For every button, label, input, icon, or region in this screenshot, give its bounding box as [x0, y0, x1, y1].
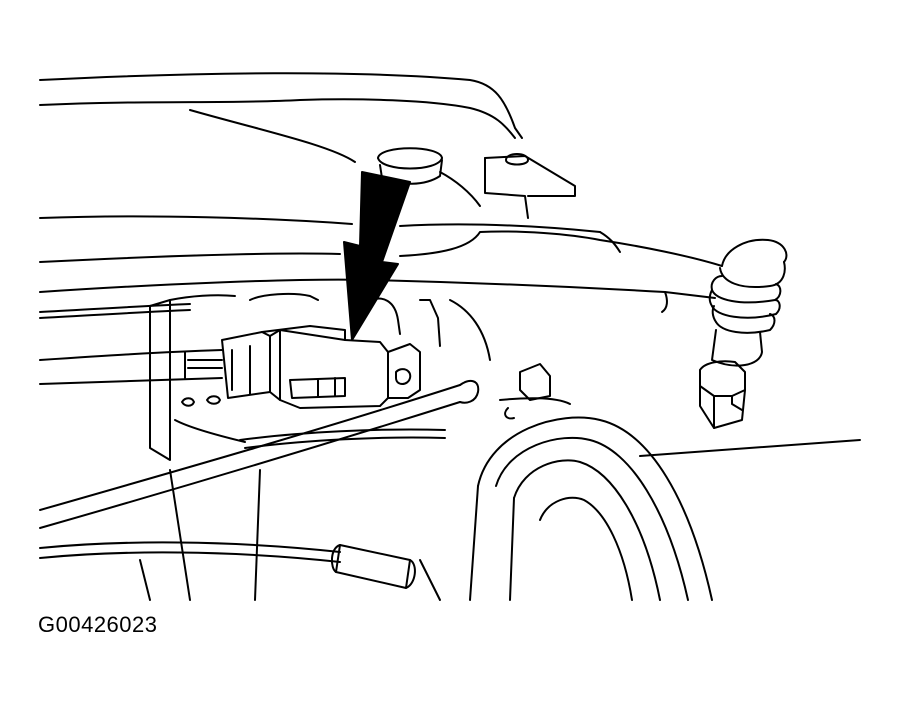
brake-lines: [39, 379, 480, 563]
electrical-connector: [221, 325, 421, 409]
mounting-plate: [149, 294, 246, 461]
pointer-arrow: [343, 171, 411, 341]
figure-code: G00426023: [38, 612, 158, 637]
right-bracket: [484, 153, 576, 219]
lower-frame: [139, 469, 441, 601]
upper-body-panel: [39, 72, 601, 233]
caliper-bracket: [499, 363, 571, 420]
ground-line: [639, 439, 861, 457]
brake-disc-pulley: [469, 416, 713, 601]
wiring-harness: [39, 303, 223, 385]
hose-sleeve: [330, 544, 416, 589]
background-housing: [249, 292, 491, 361]
suspension-boot: [699, 238, 788, 429]
